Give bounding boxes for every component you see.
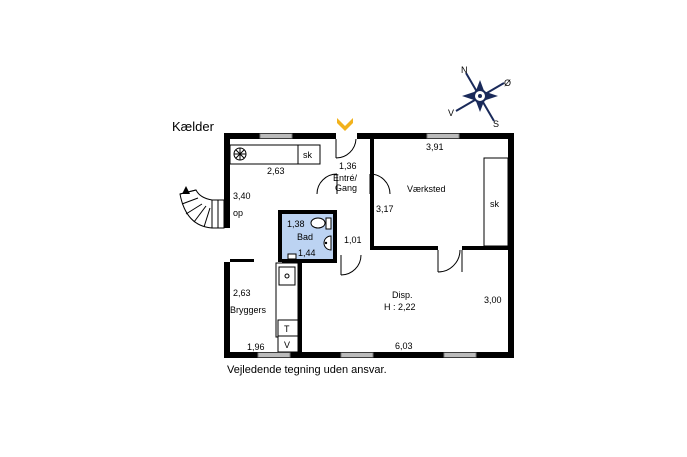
vaerksted-closet [483, 157, 509, 247]
interior-walls [230, 139, 508, 355]
vaerksted-height: 3,17 [376, 204, 394, 214]
disp-width: 6,03 [395, 341, 413, 351]
appliance-v-label: V [284, 340, 290, 350]
vaerksted-closet-label: sk [490, 199, 500, 209]
entre-name-1: Entré/ [333, 173, 358, 183]
staircase [179, 189, 225, 229]
corridor-dim: 1,01 [344, 235, 362, 245]
compass-rose-icon: N Ø S V [448, 65, 511, 129]
doors [316, 138, 463, 276]
disp-height: H : 2,22 [384, 302, 416, 312]
fan-icon [233, 147, 247, 161]
disp-depth: 3,00 [484, 295, 502, 305]
stair-label: op [233, 208, 243, 218]
compass-v: V [448, 108, 454, 118]
top-left-closet-label: sk [303, 150, 313, 160]
entrance-arrow-icon [337, 118, 353, 131]
bad-dim-1: 1,38 [287, 219, 305, 229]
stair-dim: 3,40 [233, 191, 251, 201]
sink-icon [323, 235, 332, 251]
top-left-dim: 2,63 [267, 166, 285, 176]
entre-name-2: Gang [335, 183, 357, 193]
bad-name: Bad [297, 232, 313, 242]
disp-name: Disp. [392, 290, 413, 300]
bad-dim-2: 1,44 [298, 248, 316, 258]
stair-arrow-icon [182, 186, 190, 194]
toilet-icon [310, 217, 332, 230]
vaerksted-name: Værksted [407, 184, 446, 194]
bryggers-width: 1,96 [247, 342, 265, 352]
disclaimer: Vejledende tegning uden ansvar. [227, 364, 387, 376]
bryggers-dim: 2,63 [233, 288, 251, 298]
windows [257, 133, 477, 358]
bryggers-counter [275, 262, 299, 353]
compass-s: S [493, 119, 499, 129]
compass-o: Ø [504, 78, 511, 88]
shower-drain-icon [287, 253, 297, 260]
appliance-t-label: T [284, 324, 290, 334]
floor-title: Kælder [172, 119, 215, 134]
vaerksted-width: 3,91 [426, 142, 444, 152]
top-left-counter [229, 144, 321, 165]
compass-n: N [461, 65, 468, 75]
bryggers-name: Bryggers [230, 305, 267, 315]
entre-area: 1,36 [339, 161, 357, 171]
